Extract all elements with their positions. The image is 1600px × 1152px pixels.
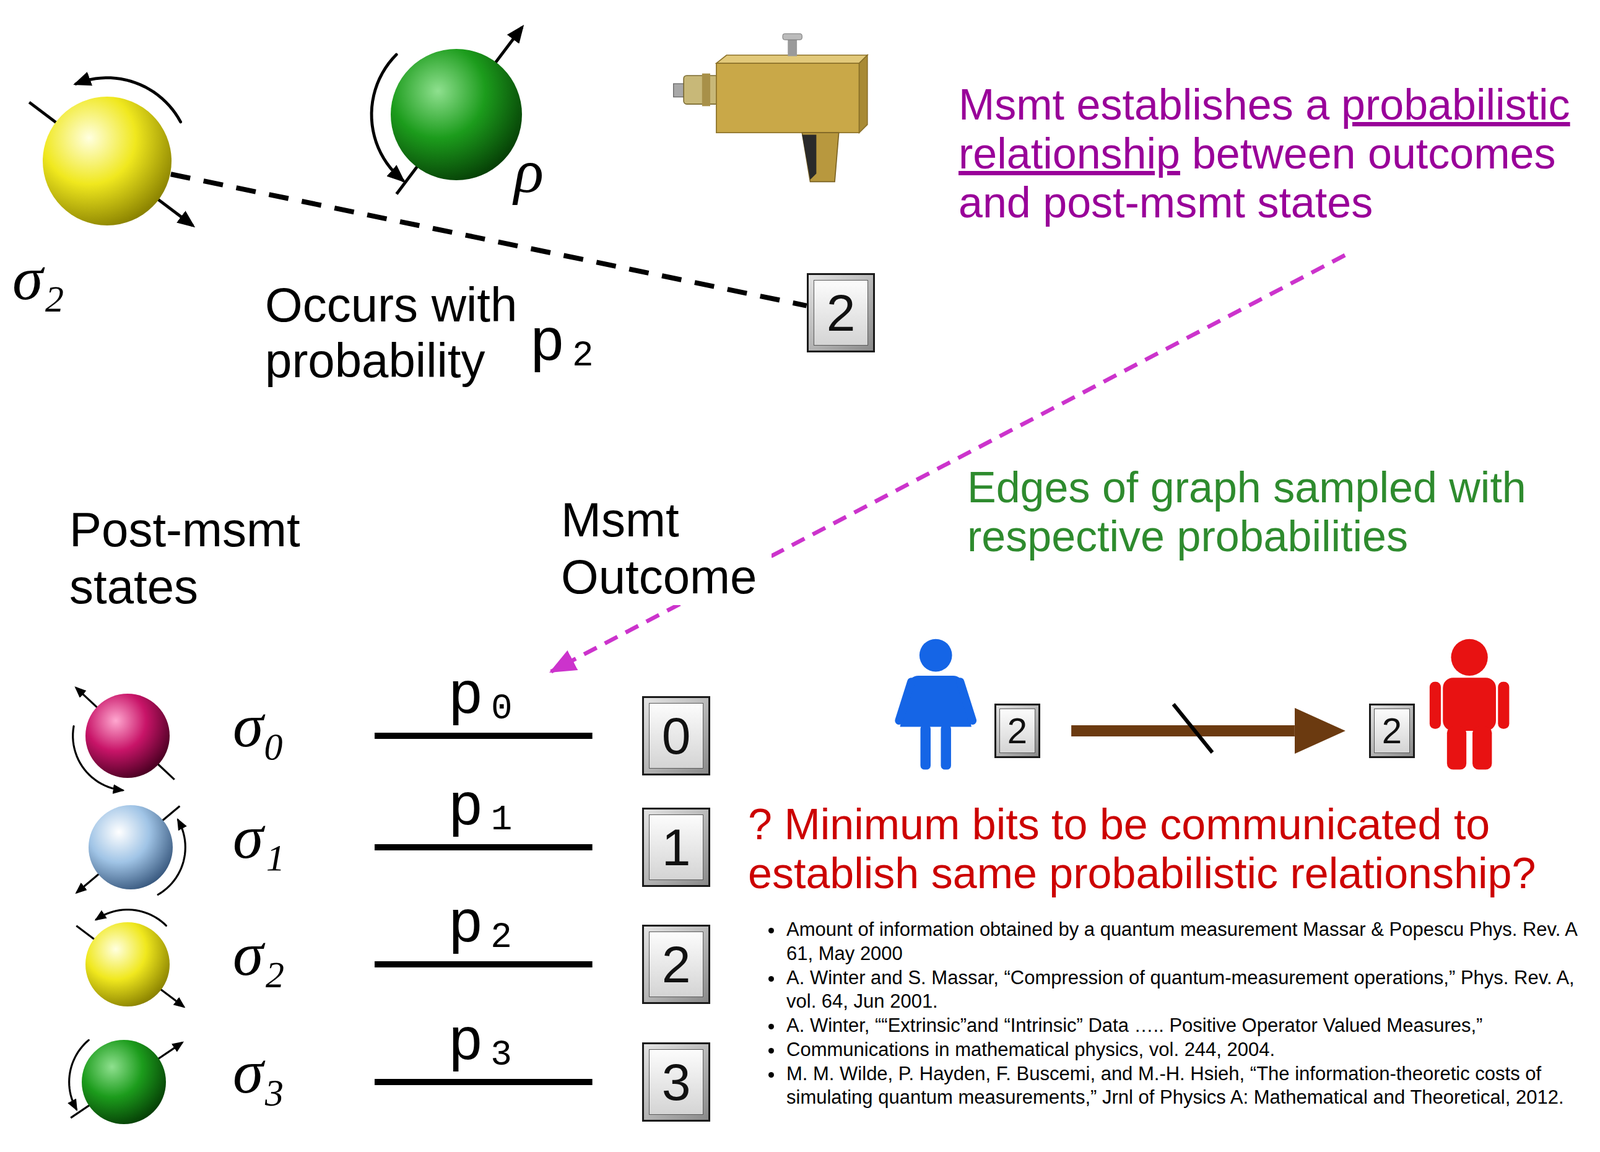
- state-label: σ₃: [232, 1040, 285, 1103]
- spin-sphere: σ₁: [87, 804, 358, 890]
- key-digit: 2: [1373, 708, 1410, 753]
- receiver-figure: [1429, 639, 1510, 770]
- blocked-slash: [1173, 704, 1213, 753]
- state-label: σ₀: [232, 694, 285, 757]
- sphere-body: [390, 48, 522, 181]
- reference-item: Amount of information obtained by a quan…: [783, 917, 1592, 966]
- device-top: [716, 55, 868, 64]
- figure-leg: [920, 724, 931, 770]
- reference-item: A. Winter, ““Extrinsic”and “Intrinsic” D…: [783, 1013, 1592, 1038]
- key-digit: 2: [813, 279, 869, 346]
- spin-sphere: ρ: [390, 48, 523, 181]
- key-digit: 0: [648, 702, 705, 769]
- device-handle: [801, 132, 839, 182]
- edge-probability: p₂: [447, 895, 519, 956]
- device-grip: [801, 134, 817, 181]
- edge-line: [374, 960, 593, 968]
- edge-probability: p₁: [447, 778, 519, 839]
- spin-arrows: [29, 27, 522, 1118]
- key-box: 1: [642, 807, 711, 887]
- reference-item: A. Winter and S. Massar, “Compression of…: [783, 965, 1592, 1015]
- key-digit: 1: [648, 814, 705, 880]
- state-label: ρ: [513, 140, 544, 203]
- key-digit: 3: [648, 1048, 705, 1115]
- key-digit: 2: [648, 931, 705, 997]
- sender-figure: [899, 639, 973, 770]
- key-box: 2: [1369, 703, 1415, 758]
- probability-note: Occurs with probability: [265, 277, 538, 389]
- spin-sphere: σ₂: [42, 95, 173, 227]
- sphere-body: [42, 96, 172, 226]
- device-ring: [702, 73, 711, 107]
- arrow-connector: [1071, 725, 1295, 737]
- key-box: 3: [642, 1042, 711, 1122]
- state-label: σ₁: [232, 806, 285, 869]
- key-digit: 2: [999, 708, 1036, 753]
- reference-list: Amount of information obtained by a quan…: [736, 917, 1592, 1110]
- figure-torso: [1442, 677, 1496, 731]
- figure-leg: [1447, 726, 1467, 770]
- sphere-body: [88, 804, 173, 890]
- key-box: 2: [994, 703, 1041, 758]
- callout-text: Msmt establishes a: [958, 80, 1330, 129]
- figure-arm: [1429, 681, 1441, 729]
- edge-probability: p₀: [447, 667, 519, 727]
- spin-sphere: σ₂: [84, 921, 358, 1007]
- sphere-outline: [81, 1039, 167, 1125]
- state-label: σ₂: [232, 923, 285, 986]
- question-text: ? Minimum bits to be communicated to est…: [747, 800, 1553, 898]
- reference-item: M. M. Wilde, P. Hayden, F. Buscemi, and …: [783, 1061, 1592, 1111]
- probability-symbol: p₂: [529, 314, 601, 374]
- figure-arm: [960, 681, 973, 721]
- figure-arm: [899, 681, 912, 721]
- sphere-body: [85, 693, 170, 778]
- figure-head: [1450, 639, 1488, 676]
- edge-line: [374, 732, 593, 739]
- measuring-device: [673, 33, 868, 182]
- spin-sphere: σ₃: [81, 1039, 358, 1125]
- note-text: Edges of graph sampled with respective p…: [967, 463, 1562, 561]
- sphere-body: [81, 1039, 166, 1124]
- spin-axis-arrow: [76, 687, 175, 779]
- figure-leg: [1472, 726, 1492, 770]
- sphere-outline: [390, 48, 523, 181]
- reference-item: Communications in mathematical physics, …: [783, 1037, 1592, 1062]
- key-box: 2: [806, 273, 876, 353]
- sphere-outline: [42, 95, 173, 227]
- callout-text-block: Msmt establishes aprobabilistic relation…: [958, 80, 1584, 228]
- edge-line: [374, 843, 593, 851]
- sphere-outline: [84, 692, 171, 779]
- sphere-outline: [84, 921, 171, 1007]
- sphere-body: [85, 921, 170, 1007]
- edge-probability: p₃: [447, 1013, 519, 1074]
- spin-sphere: σ₀: [84, 692, 358, 779]
- device-knob: [787, 39, 797, 57]
- key-box: 0: [642, 695, 711, 776]
- device-knob-cap: [782, 33, 802, 40]
- figure-head: [919, 639, 953, 672]
- column-heading: Msmt Outcome: [560, 491, 772, 605]
- device-body: [716, 63, 860, 133]
- connectors: [170, 173, 1295, 1082]
- sphere-outline: [87, 804, 174, 890]
- device-nozzle: [683, 75, 719, 105]
- figure-arm: [1497, 681, 1509, 729]
- figure-leg: [940, 724, 951, 770]
- device-side: [859, 55, 868, 133]
- edge-line: [374, 1078, 593, 1085]
- column-heading: Post-msmt states: [69, 500, 336, 615]
- key-box: 2: [642, 924, 711, 1004]
- state-label: σ₂: [12, 247, 65, 310]
